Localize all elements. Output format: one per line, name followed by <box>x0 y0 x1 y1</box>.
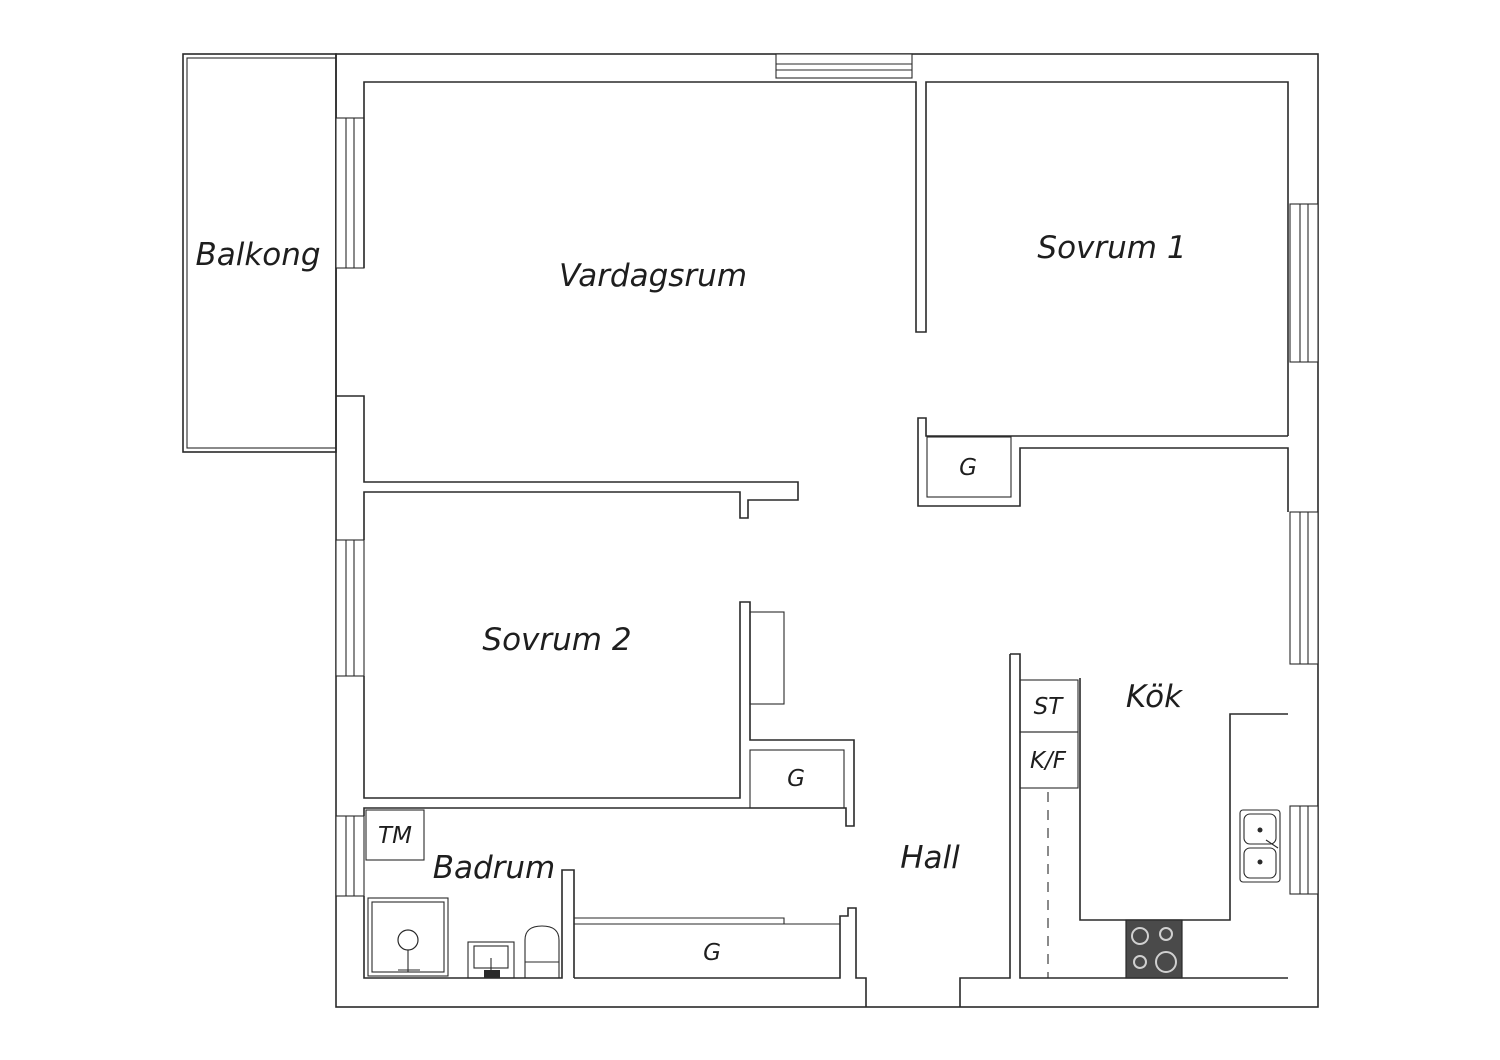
toilet <box>524 925 560 979</box>
room-label-sovrum-1: Sovrum 1 <box>1037 230 1186 266</box>
room-label-kok: Kök <box>1126 679 1183 715</box>
bathroom-fixtures <box>365 809 560 979</box>
washbasin <box>467 941 515 979</box>
wardrobe-label-1: G <box>959 455 977 481</box>
washing-machine-label: TM <box>378 823 412 849</box>
wardrobe-label-2: G <box>787 766 805 792</box>
room-label-sovrum-2: Sovrum 2 <box>482 622 631 658</box>
window-right-bedroom1 <box>1289 203 1319 363</box>
room-label-balkong: Balkong <box>195 237 320 273</box>
room-label-vardagsrum: Vardagsrum <box>559 258 747 294</box>
wardrobes <box>574 436 1012 925</box>
window-right-kitchen-lower <box>1289 805 1319 895</box>
windows <box>335 53 1319 897</box>
window-top-living <box>775 53 913 79</box>
window-right-kitchen <box>1289 511 1319 665</box>
labels: Balkong Vardagsrum Sovrum 1 Sovrum 2 Kök… <box>195 230 1186 966</box>
room-label-hall: Hall <box>900 840 960 876</box>
fridge-freezer-label: K/F <box>1030 748 1067 774</box>
kitchen-appliances <box>1019 679 1281 979</box>
shower <box>367 897 449 977</box>
kitchen-sink <box>1239 809 1281 883</box>
window-left-bedroom2 <box>335 539 365 677</box>
room-label-badrum: Badrum <box>433 850 556 886</box>
stove <box>1125 919 1183 979</box>
tall-cabinet-label: ST <box>1034 694 1065 720</box>
wardrobe-label-3: G <box>703 940 721 966</box>
window-left-living <box>335 117 365 269</box>
window-left-bathroom <box>335 815 365 897</box>
